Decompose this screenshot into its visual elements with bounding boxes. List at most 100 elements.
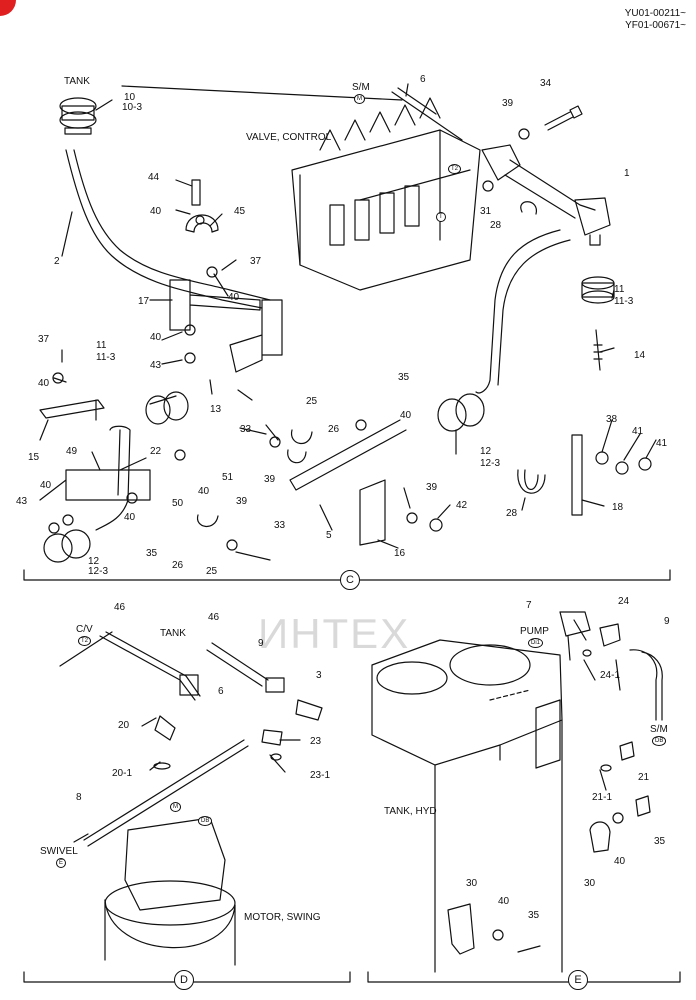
callout-d-23-1: 23-1 xyxy=(310,770,331,781)
swivel-title: SWIVEL xyxy=(40,846,78,857)
callout-35: 35 xyxy=(398,372,410,383)
callout-40: 40 xyxy=(150,206,162,217)
callout-e-30: 30 xyxy=(584,878,596,889)
callout-d-46-b: 46 xyxy=(208,612,220,623)
callout-40-c: 40 xyxy=(150,332,162,343)
callout-50: 50 xyxy=(172,498,184,509)
callout-39: 39 xyxy=(502,98,514,109)
t2-code-c: T2 xyxy=(448,164,462,174)
callout-35-b: 35 xyxy=(146,548,158,559)
callout-40-b: 40 xyxy=(228,292,240,303)
callout-11-3: 11-3 xyxy=(614,296,634,307)
callout-d-9: 9 xyxy=(258,638,264,649)
callout-33: 33 xyxy=(240,424,252,435)
valve-title: VALVE, CONTROL xyxy=(246,132,332,143)
section-d-marker: D xyxy=(174,970,194,990)
sm-title-c: S/M xyxy=(352,82,370,93)
callout-16: 16 xyxy=(394,548,406,559)
callout-e-40: 40 xyxy=(614,856,626,867)
callout-12-b: 12 xyxy=(88,556,100,567)
hydraulic-tank-shape xyxy=(371,639,563,766)
callout-11-b: 11 xyxy=(96,340,107,351)
callout-40-e: 40 xyxy=(400,410,412,421)
callout-e-9: 9 xyxy=(664,616,670,627)
callout-28: 28 xyxy=(490,220,502,231)
callout-1: 1 xyxy=(624,168,630,179)
tank-title-c: TANK xyxy=(64,76,90,87)
callout-26: 26 xyxy=(328,424,340,435)
callout-5: 5 xyxy=(326,530,332,541)
sm-title-e: S/M xyxy=(650,724,668,735)
callout-e-40-b: 40 xyxy=(498,896,510,907)
callout-e-21-1: 21-1 xyxy=(592,792,613,803)
sm-code-c: M xyxy=(354,94,365,104)
callout-e-35-b: 35 xyxy=(528,910,540,921)
watermark-text: ИНТЕХ xyxy=(258,610,411,657)
callout-38: 38 xyxy=(606,414,618,425)
callout-11-3-b: 11-3 xyxy=(96,352,116,363)
callout-6: 6 xyxy=(420,74,426,85)
callout-37-b: 37 xyxy=(38,334,50,345)
callout-49: 49 xyxy=(66,446,78,457)
callout-44: 44 xyxy=(148,172,160,183)
tank-title-d: TANK xyxy=(160,628,186,639)
callout-43-b: 43 xyxy=(16,496,28,507)
callout-d-23: 23 xyxy=(310,736,322,747)
callout-34: 34 xyxy=(540,78,552,89)
callout-13: 13 xyxy=(210,404,222,415)
swivel-code: E xyxy=(56,858,67,868)
callout-d-20-1: 20-1 xyxy=(112,768,133,779)
callout-39-b: 39 xyxy=(264,474,276,485)
cv-title: C/V xyxy=(76,624,93,635)
pipe-1-shape xyxy=(481,144,611,236)
callout-d-46: 46 xyxy=(114,602,126,613)
callout-31: 31 xyxy=(480,206,492,217)
section-e-frame xyxy=(367,971,681,983)
callout-43: 43 xyxy=(150,360,162,371)
callout-17: 17 xyxy=(138,296,150,307)
cv-code: T2 xyxy=(78,636,92,646)
callout-10-3: 10-3 xyxy=(122,102,143,113)
callout-26-b: 26 xyxy=(172,560,184,571)
pump-code: Di1 xyxy=(528,638,544,648)
rod-5-shape xyxy=(289,419,407,491)
callout-14: 14 xyxy=(634,350,646,361)
callout-12-3-b: 12-3 xyxy=(88,566,109,577)
callout-18: 18 xyxy=(612,502,624,513)
callout-15: 15 xyxy=(28,452,40,463)
callout-40-h: 40 xyxy=(124,512,136,523)
callout-d-6: 6 xyxy=(218,686,224,697)
section-d-shapes xyxy=(59,631,323,966)
callout-e-30-b: 30 xyxy=(466,878,478,889)
tube-2-shape xyxy=(65,149,271,309)
tank-flange-shape xyxy=(59,97,97,135)
db-code-d: DB xyxy=(198,816,213,826)
callout-e-35: 35 xyxy=(654,836,666,847)
callout-10: 10 xyxy=(124,92,136,103)
callout-11: 11 xyxy=(614,284,625,295)
tank-hyd-title: TANK, HYD xyxy=(384,806,437,817)
callout-22: 22 xyxy=(150,446,162,457)
callout-25: 25 xyxy=(306,396,318,407)
serial-number-2: YF01-00671~ xyxy=(625,20,686,31)
callout-40-g: 40 xyxy=(40,480,52,491)
callout-e-24-1: 24-1 xyxy=(600,670,621,681)
callout-45: 45 xyxy=(234,206,246,217)
callout-39-c: 39 xyxy=(236,496,248,507)
callout-12: 12 xyxy=(480,446,492,457)
bracket-17-shape xyxy=(169,279,261,331)
callout-d-8: 8 xyxy=(76,792,82,803)
callout-e-24: 24 xyxy=(618,596,630,607)
control-valve-shape xyxy=(291,97,481,291)
callout-42: 42 xyxy=(456,500,468,511)
callout-e-21: 21 xyxy=(638,772,650,783)
callout-d-20: 20 xyxy=(118,720,130,731)
callout-40-d: 40 xyxy=(38,378,50,389)
callout-51: 51 xyxy=(222,472,234,483)
section-e-marker: E xyxy=(568,970,588,990)
pump-title: PUMP xyxy=(520,626,549,637)
callout-e-7: 7 xyxy=(526,600,532,611)
callout-25-b: 25 xyxy=(206,566,218,577)
callout-28-b: 28 xyxy=(506,508,518,519)
callout-2: 2 xyxy=(54,256,60,267)
